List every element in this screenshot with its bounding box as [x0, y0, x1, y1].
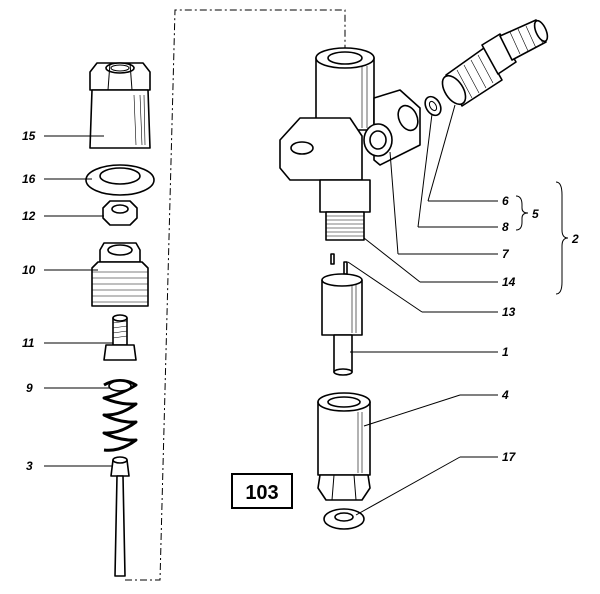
part-6-inlet-fitting — [441, 19, 549, 107]
part-15-cap-nut — [89, 62, 151, 149]
label-16: 16 — [22, 172, 36, 186]
part-11-adjusting-screw — [103, 314, 137, 361]
part-17-washer — [323, 508, 365, 530]
part-16-washer — [85, 164, 155, 196]
part-13-pins — [330, 253, 348, 275]
leader-lines — [44, 104, 569, 516]
label-14: 14 — [502, 275, 516, 289]
label-13: 13 — [502, 305, 516, 319]
part-3-spindle — [110, 456, 130, 577]
label-1: 1 — [502, 345, 509, 359]
label-3: 3 — [26, 459, 33, 473]
nozzle-holder-body — [279, 47, 421, 241]
label-5: 5 — [532, 207, 539, 221]
label-17: 17 — [502, 450, 517, 464]
part-12-nut — [102, 200, 138, 226]
label-12: 12 — [22, 209, 36, 223]
part-7-gasket — [424, 95, 442, 117]
label-10: 10 — [22, 263, 36, 277]
label-6: 6 — [502, 194, 509, 208]
assembly-axis-line — [125, 9, 346, 581]
part-4-nozzle-nut — [317, 392, 371, 501]
label-4: 4 — [501, 388, 509, 402]
label-2: 2 — [571, 232, 579, 246]
label-7: 7 — [502, 247, 510, 261]
label-11: 11 — [22, 336, 35, 350]
part-9-spring — [102, 379, 138, 452]
figure-number-box — [231, 473, 293, 509]
part-1-nozzle — [321, 273, 363, 376]
label-15: 15 — [22, 129, 36, 143]
figure-number: 103 — [245, 482, 278, 504]
label-8: 8 — [502, 220, 509, 234]
part-10-spring-housing — [91, 242, 149, 307]
label-9: 9 — [26, 381, 33, 395]
